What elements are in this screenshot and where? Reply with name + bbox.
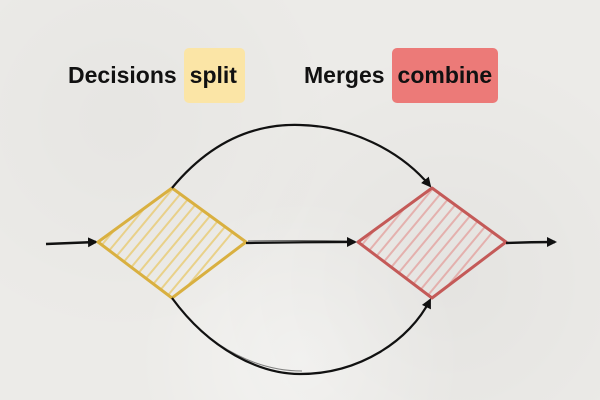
top-branch-arrow: [171, 123, 432, 189]
decision-label-prefix: Decisions: [68, 61, 177, 88]
merge-label: Merges combine: [304, 47, 499, 103]
middle-branch-arrow: [245, 237, 357, 248]
bottom-branch-arrow: [171, 297, 431, 376]
incoming-arrow: [45, 237, 98, 248]
decision-label: Decisions split: [68, 47, 245, 103]
merge-label-prefix: Merges: [304, 61, 385, 88]
combine-highlight: combine: [391, 47, 499, 103]
outgoing-arrow: [505, 237, 557, 248]
split-highlight: split: [183, 47, 245, 103]
